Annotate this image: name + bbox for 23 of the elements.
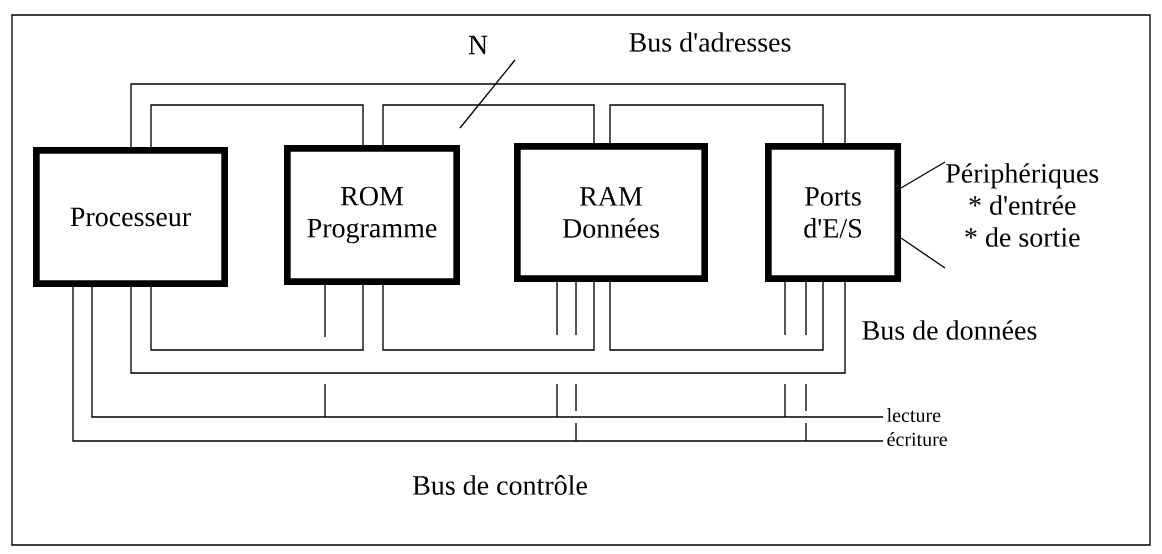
bus-label: Bus d'adresses — [629, 32, 791, 52]
bus-line — [130, 281, 846, 374]
control-line — [72, 286, 884, 442]
control-line — [91, 286, 884, 418]
bus-line — [130, 83, 846, 148]
component-box: Ports d'E/S — [765, 143, 901, 282]
bus-width-label: N — [468, 35, 488, 55]
signal-label: lecture — [885, 406, 943, 424]
bus-line — [609, 104, 824, 144]
leader-line — [900, 161, 946, 189]
signal-label: écriture — [885, 430, 949, 448]
bus-label: Bus de contrôle — [412, 475, 587, 495]
bus-line — [150, 104, 364, 148]
bus-line — [382, 104, 595, 146]
peripherals-text: Périphériques * d'entrée * de sortie — [946, 163, 1099, 247]
component-box: RAM Données — [514, 143, 708, 282]
bus-line — [382, 281, 595, 351]
leader-line — [900, 237, 946, 269]
bus-line — [609, 281, 824, 351]
component-box: Processeur — [33, 147, 228, 287]
bus-line — [150, 284, 364, 351]
component-box: ROM Programme — [284, 145, 460, 285]
bus-label: Bus de données — [862, 320, 1037, 340]
